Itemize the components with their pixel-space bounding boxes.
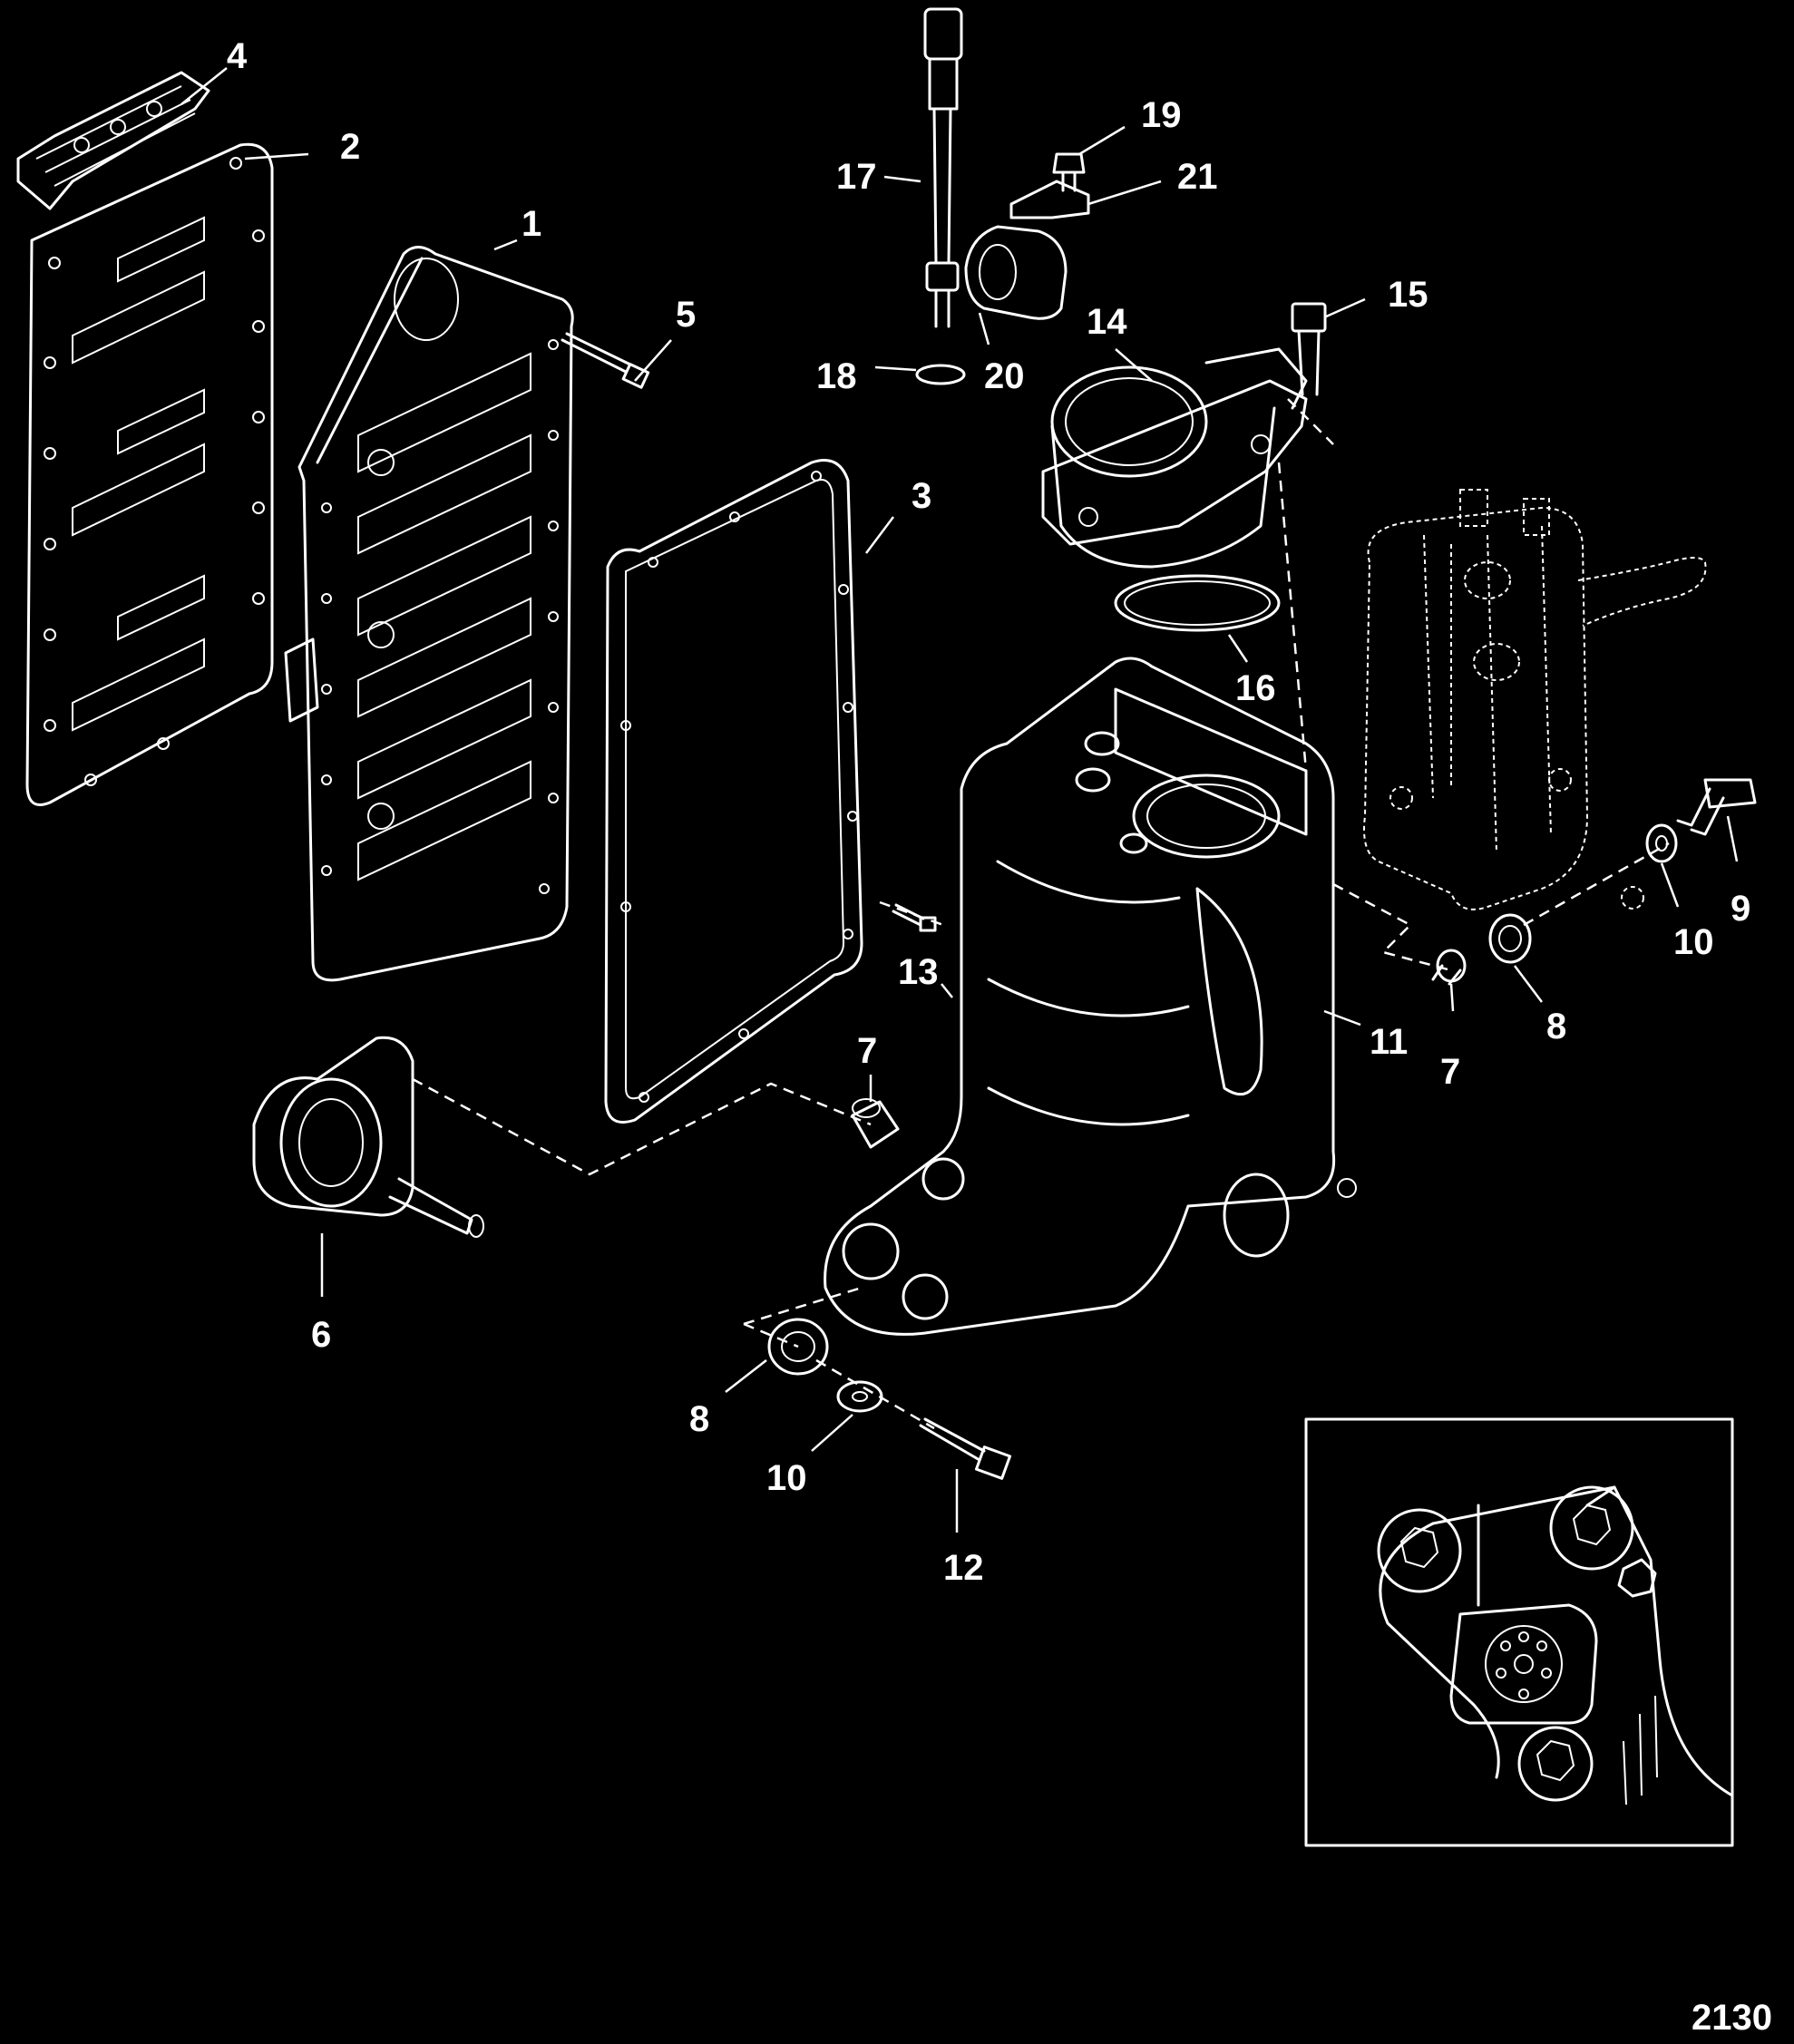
part-17-o-ring bbox=[1114, 574, 1281, 632]
callout-13: 17 bbox=[836, 157, 877, 197]
callouts: 4 2 1 5 3 6 17 18 20 21 19 15 14 16 11 1… bbox=[227, 36, 1750, 1588]
callout-21: 21 bbox=[1177, 157, 1218, 197]
alignment-lines bbox=[412, 398, 1670, 1430]
callout-16: 14 bbox=[1087, 302, 1127, 342]
callout-19: 19 bbox=[1141, 95, 1182, 135]
callout-7-left: 7 bbox=[857, 1031, 877, 1071]
callout-11: 11 bbox=[1370, 1022, 1408, 1062]
part-2-plate bbox=[25, 142, 319, 806]
callout-8-bottom: 8 bbox=[689, 1399, 709, 1439]
callout-4: 4 bbox=[227, 36, 248, 76]
part-3-gasket bbox=[604, 459, 863, 1124]
ghost-assembly bbox=[1363, 489, 1707, 910]
part-16-throttle-body bbox=[1041, 347, 1308, 569]
part-14-o-ring bbox=[915, 364, 966, 385]
part-8-plug-right bbox=[1488, 913, 1532, 964]
part-18-bolt bbox=[1291, 302, 1327, 396]
callout-5: 5 bbox=[676, 295, 696, 335]
callout-7-right: 7 bbox=[1440, 1052, 1460, 1092]
part-7-bushing-left bbox=[851, 1098, 900, 1149]
part-19-screw bbox=[1052, 152, 1086, 192]
callout-8-right: 8 bbox=[1546, 1007, 1566, 1046]
detail-inset bbox=[1304, 1417, 1734, 1847]
callout-15: 13 bbox=[898, 952, 939, 992]
part-21-clip bbox=[1009, 180, 1090, 219]
callout-6: 6 bbox=[311, 1315, 331, 1355]
callout-10-right: 10 bbox=[1673, 922, 1714, 962]
part-9-bolt bbox=[1676, 778, 1757, 836]
part-20-sensor bbox=[964, 225, 1068, 320]
part-11-housing bbox=[824, 657, 1357, 1336]
leader-lines bbox=[180, 67, 1739, 1533]
part-13-sensor bbox=[923, 7, 963, 328]
callout-12: 12 bbox=[943, 1548, 984, 1588]
callout-14: 18 bbox=[816, 356, 857, 396]
callout-9: 9 bbox=[1731, 889, 1750, 929]
part-6-pump bbox=[252, 1036, 484, 1238]
part-12-bolt bbox=[919, 1417, 1012, 1480]
figure-number: 2130 bbox=[1692, 1998, 1772, 2038]
part-5-screw bbox=[561, 332, 650, 389]
callout-3: 3 bbox=[912, 476, 931, 516]
callout-10-bottom: 10 bbox=[766, 1458, 807, 1498]
callout-18: 15 bbox=[1388, 275, 1428, 315]
part-10-washer-bottom bbox=[836, 1380, 883, 1413]
part-4-cap bbox=[16, 71, 210, 210]
callout-1: 1 bbox=[522, 204, 541, 244]
callout-2: 2 bbox=[340, 127, 360, 167]
callout-17: 16 bbox=[1235, 668, 1276, 708]
callout-20: 20 bbox=[984, 356, 1025, 396]
part-8-grommet-bottom bbox=[767, 1318, 829, 1376]
part-1-plate bbox=[297, 246, 574, 982]
part-10-washer-right bbox=[1645, 823, 1678, 863]
